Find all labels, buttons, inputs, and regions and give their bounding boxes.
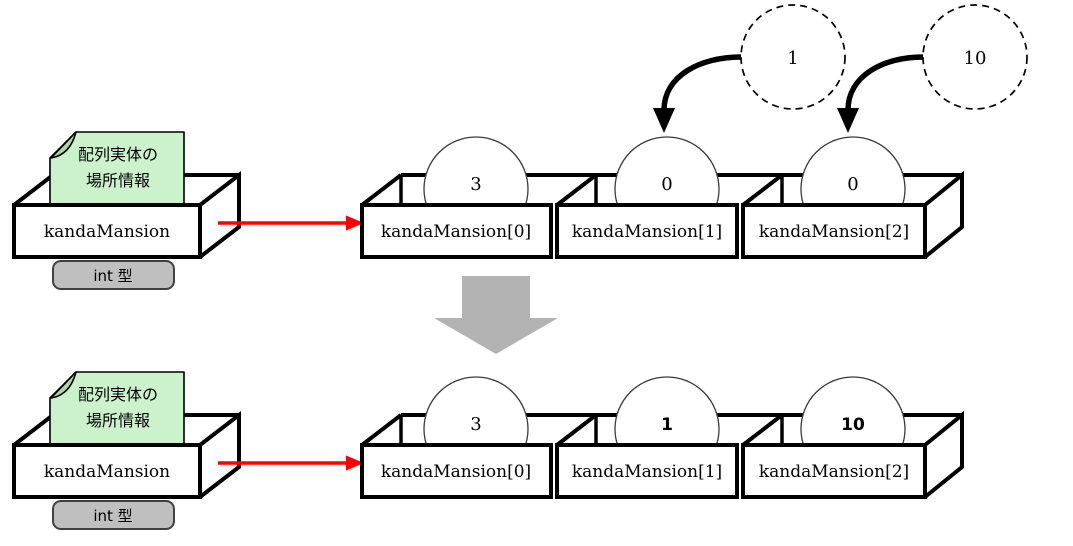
reference-arrow-head [346, 455, 364, 471]
floating-value-1: 1 [787, 48, 798, 69]
row-after: 配列実体の 場所情報 kandaMansion int 型 [12, 371, 964, 530]
floating-value-10: 10 [964, 48, 987, 69]
cell1-left-wall-edge [555, 173, 598, 207]
variable-box-front [12, 203, 202, 259]
cell2-left-wall-edge [741, 173, 784, 207]
type-label: int 型 [93, 507, 132, 525]
cell2-left-wall-edge [741, 413, 784, 447]
assignment-value-10: 10 [837, 4, 1028, 133]
cell1-front [555, 443, 739, 499]
cell2-front [741, 203, 927, 259]
cell0-label: kandaMansion[0] [381, 222, 531, 242]
dashed-value-circle-1 [740, 4, 846, 110]
cell1-value: 1 [661, 415, 673, 435]
variable-name: kandaMansion [44, 222, 170, 242]
reference-arrow [218, 215, 364, 231]
array-right-wall [923, 170, 964, 259]
cell2-label: kandaMansion[2] [759, 462, 909, 482]
cell0-front [360, 443, 553, 499]
array: 3 1 10 kandaMansion[0] kandaMansion[1] k… [360, 376, 964, 499]
dashed-value-circle-10 [922, 4, 1028, 110]
variable-name: kandaMansion [44, 462, 170, 482]
type-label: int 型 [93, 267, 132, 285]
assign-arrow-1-head [653, 108, 675, 133]
cell0-left-wall-edge [360, 173, 403, 207]
row-before: 配列実体の 場所情報 kandaMansion int 型 [12, 131, 964, 290]
cell2-value: 0 [847, 174, 858, 195]
cell1-value: 0 [661, 174, 672, 195]
note: 配列実体の 場所情報 [49, 131, 185, 215]
variable-box: 配列実体の 場所情報 kandaMansion int 型 [12, 131, 241, 290]
cell2-label: kandaMansion[2] [759, 222, 909, 242]
assign-arrow-10-head [837, 108, 859, 133]
cell2-value: 10 [841, 415, 865, 435]
variable-box-front [12, 443, 202, 499]
cell0-left-wall-edge [360, 413, 403, 447]
cell1-label: kandaMansion[1] [572, 222, 722, 242]
array: 3 0 0 kandaMansion[0] kandaMansion[1] ka… [360, 136, 964, 259]
assignment-value-1: 1 [653, 4, 846, 133]
transition-down-arrow [434, 276, 558, 354]
cell0-value: 3 [470, 414, 481, 435]
box-back-left-edge [12, 413, 55, 447]
note-text-line2: 場所情報 [86, 411, 150, 430]
type-badge [52, 260, 175, 290]
box-back-left-edge [12, 173, 55, 207]
reference-arrow-head [346, 215, 364, 231]
note-fold-corner [50, 371, 77, 399]
assign-arrow-1-curve [661, 54, 742, 111]
note-text-line2: 場所情報 [86, 171, 150, 190]
box-right-wall [198, 410, 241, 499]
cell1-label: kandaMansion[1] [572, 462, 722, 482]
cell1-front [555, 203, 739, 259]
box-right-wall [198, 170, 241, 259]
note-fold-corner [50, 131, 77, 159]
cell0-front [360, 203, 553, 259]
type-badge [52, 500, 175, 530]
cell1-left-wall-edge [555, 413, 598, 447]
array-right-wall [923, 410, 964, 499]
variable-box: 配列実体の 場所情報 kandaMansion int 型 [12, 371, 241, 530]
reference-arrow [218, 455, 364, 471]
note-text-line1: 配列実体の [78, 145, 158, 164]
cell2-front [741, 443, 927, 499]
cell0-value: 3 [470, 174, 481, 195]
note: 配列実体の 場所情報 [49, 371, 185, 455]
note-text-line1: 配列実体の [78, 385, 158, 404]
assign-arrow-10-curve [845, 54, 924, 111]
cell0-label: kandaMansion[0] [381, 462, 531, 482]
